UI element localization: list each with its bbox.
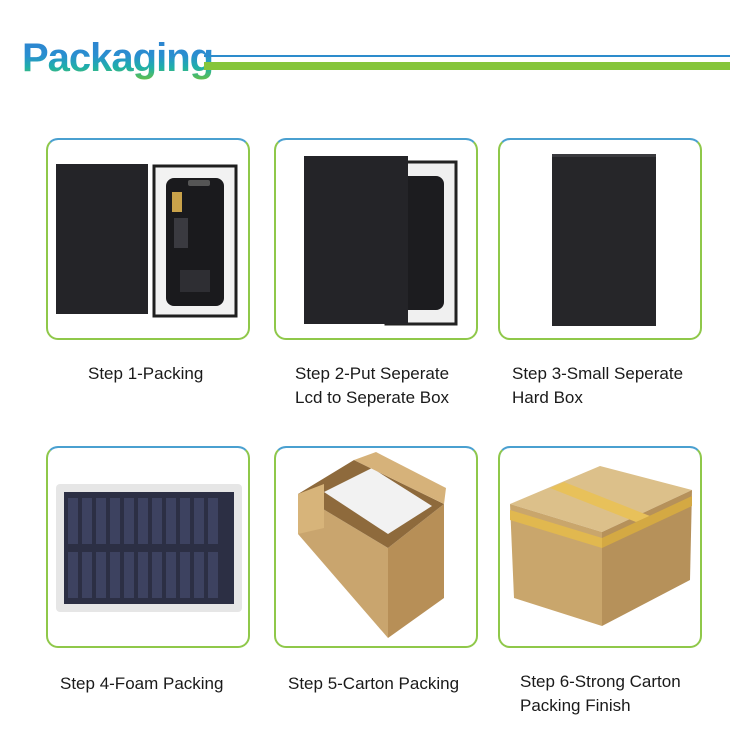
step-6-caption-line1: Step 6-Strong Carton [520, 672, 681, 691]
step-2-photo [304, 156, 458, 326]
step-3-caption: Step 3-Small Seperate Hard Box [512, 362, 683, 410]
step-5-caption: Step 5-Carton Packing [288, 672, 459, 696]
title-rule-blue [204, 55, 730, 57]
step-5-caption-line1: Step 5-Carton Packing [288, 674, 460, 693]
step-6-photo [510, 466, 692, 626]
step-6-image-card [498, 446, 702, 648]
step-1-caption: Step 1-Packing [88, 362, 203, 386]
step-3-image-card [498, 138, 702, 340]
step-2-image-card [274, 138, 478, 340]
step-2-caption: Step 2-Put Seperate Lcd to Seperate Box [295, 362, 449, 410]
header: Packaging [0, 0, 750, 100]
step-6-caption-line2: Packing Finish [520, 696, 631, 715]
step-4-caption-line1: Step 4-Foam Packing [60, 674, 224, 693]
step-3-photo [552, 154, 656, 326]
step-1-image-card [46, 138, 250, 340]
step-3-caption-line1: Step 3-Small Seperate [512, 364, 684, 383]
step-3-caption-line2: Hard Box [512, 388, 583, 407]
step-1-photo [56, 164, 238, 318]
title-rule-green [204, 62, 730, 70]
step-5-photo [298, 452, 446, 638]
step-4-image-card [46, 446, 250, 648]
step-4-photo [56, 484, 242, 612]
step-6-caption: Step 6-Strong Carton Packing Finish [520, 670, 681, 718]
step-5-image-card [274, 446, 478, 648]
step-2-caption-line2: Lcd to Seperate Box [295, 388, 450, 407]
page-title: Packaging [22, 36, 214, 80]
step-1-caption-line1: Step 1-Packing [88, 364, 204, 383]
step-2-caption-line1: Step 2-Put Seperate [295, 364, 450, 383]
step-4-caption: Step 4-Foam Packing [60, 672, 223, 696]
